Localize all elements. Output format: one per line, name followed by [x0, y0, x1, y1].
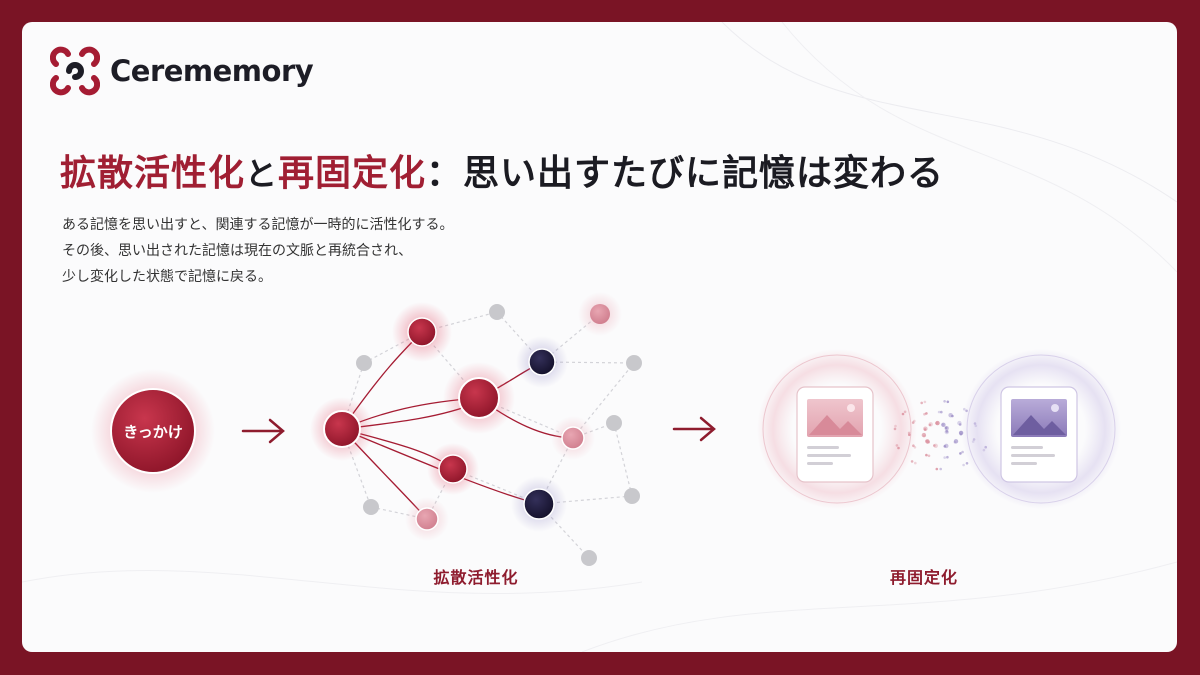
particle-dot: [946, 400, 950, 404]
arrow-right-icon: [672, 416, 716, 442]
particle-dot: [943, 400, 946, 403]
cerememory-logo-icon: [50, 46, 100, 96]
network-node-weak: [561, 426, 585, 450]
particle-dot: [958, 423, 962, 426]
network-node-inactive: [363, 499, 379, 515]
title-connector: と: [245, 155, 279, 193]
memory-before: [757, 349, 917, 509]
network-node-weak: [415, 507, 439, 531]
particle-dot: [944, 426, 948, 430]
network-node-inactive: [581, 550, 597, 566]
particle-dot: [945, 430, 949, 433]
brand-name: Cerememory: [110, 54, 314, 88]
trigger-label: きっかけ: [123, 423, 182, 441]
description: ある記憶を思い出すと、関連する記憶が一時的に活性化する。 その後、思い出された記…: [62, 212, 453, 290]
particle-dot: [903, 410, 907, 414]
particle-dot: [927, 440, 930, 444]
page-title: 拡散活性化と再固定化：思い出すたびに記憶は変わる: [60, 144, 944, 196]
network-node-active: [438, 454, 468, 484]
particle-dot: [948, 413, 953, 418]
particle-dot: [946, 455, 949, 459]
particle-dot: [895, 444, 899, 447]
particle-dot: [957, 420, 962, 426]
stage-label-reconsolidation: 再固定化: [889, 568, 959, 587]
stage-label-spreading-activation: 拡散活性化: [433, 568, 519, 587]
particle-dot: [923, 412, 926, 416]
particle-dot: [965, 462, 969, 465]
particle-dot: [923, 428, 927, 431]
particle-dot: [943, 456, 946, 459]
network-node-weak: [590, 304, 610, 324]
particle-dot: [935, 467, 939, 471]
network-node-inactive: [356, 355, 372, 371]
particle-dot: [961, 450, 964, 454]
particle-dot: [913, 446, 917, 449]
particle-dot: [959, 452, 962, 455]
particle-dot: [928, 423, 932, 427]
particle-dot: [910, 460, 914, 463]
particle-dot: [923, 400, 927, 404]
network-node-origin: [323, 410, 361, 448]
network-node-inactive: [626, 355, 642, 371]
title-term-spreading: 拡散活性化: [60, 153, 246, 194]
particle-dot: [923, 434, 926, 438]
particle-dot: [927, 454, 931, 458]
memory-after: [961, 349, 1121, 509]
particle-dot: [941, 423, 944, 426]
particle-dot: [894, 424, 897, 428]
network-node-inactive: [489, 304, 505, 320]
particle-dot: [914, 461, 917, 465]
description-line: その後、思い出された記憶は現在の文脈と再統合され、: [62, 243, 413, 259]
particle-dot: [925, 453, 928, 457]
network-node-context: [528, 348, 556, 376]
arrow-right-icon: [241, 418, 285, 444]
particle-dot: [901, 412, 905, 416]
particle-dot: [933, 444, 936, 447]
description-line: 少し変化した状態で記憶に戻る。: [62, 269, 272, 285]
description-line: ある記憶を思い出すと、関連する記憶が一時的に活性化する。: [62, 217, 454, 233]
particle-dot: [962, 463, 965, 467]
network-node-inactive: [624, 488, 640, 504]
memory-diagram: きっかけ: [91, 292, 1121, 566]
particle-dot: [941, 422, 946, 427]
particle-dot: [893, 427, 897, 431]
particle-dot: [907, 431, 911, 435]
particle-dot: [912, 444, 915, 448]
particle-dot: [937, 410, 941, 414]
particle-dot: [935, 421, 938, 425]
title-term-reconsolidation: 再固定化: [278, 153, 427, 194]
particle-dot: [940, 410, 943, 414]
particle-dot: [945, 429, 948, 433]
particle-dot: [939, 467, 942, 471]
network-node-active: [458, 377, 500, 419]
slide-card: Cerememory 拡散活性化と再固定化：思い出すたびに記憶は変わる ある記憶…: [22, 22, 1177, 652]
particle-dot: [953, 439, 959, 444]
particle-dot: [921, 432, 927, 438]
particle-dot: [920, 401, 923, 405]
background-lines: [22, 22, 1177, 652]
network-node-context: [523, 488, 555, 520]
network-nodes: [310, 292, 642, 566]
particle-dot: [911, 421, 915, 424]
particle-dot: [897, 446, 900, 450]
particle-dot: [933, 443, 938, 448]
particle-dot: [944, 443, 949, 449]
trigger-node: きっかけ: [91, 369, 215, 493]
network-node-inactive: [606, 415, 622, 431]
particle-dot: [908, 433, 911, 437]
network-node-active: [407, 317, 437, 347]
title-subtitle: ：思い出すたびに記憶は変わる: [426, 153, 945, 194]
brand-logo: Cerememory: [50, 46, 314, 96]
